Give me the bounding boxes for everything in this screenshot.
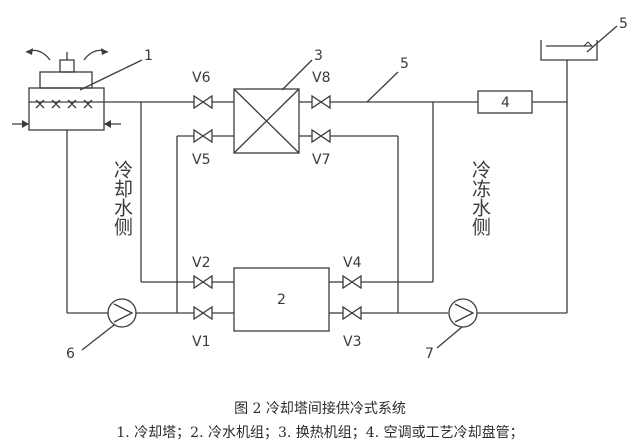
valve-label-v3: V3: [343, 334, 361, 350]
valve-v4[interactable]: [342, 274, 362, 290]
valve-v7[interactable]: [311, 128, 331, 144]
valve-label-v1: V1: [192, 334, 210, 350]
hx-leader: [281, 59, 313, 91]
valve-v8[interactable]: [311, 94, 331, 110]
pump-cooling-leader: [81, 324, 115, 351]
tank-leader: [586, 25, 618, 53]
valve-label-v8: V8: [312, 70, 330, 86]
tank-number: 5: [619, 16, 628, 32]
valve-label-v4: V4: [343, 255, 362, 271]
valve-label-v7: V7: [312, 152, 330, 168]
valve-label-v5: V5: [192, 152, 210, 168]
valve-label-v6: V6: [192, 70, 211, 86]
figure-caption: 图 2 冷却塔间接供冷式系统: [234, 401, 406, 417]
pipe-number: 5: [400, 56, 409, 72]
valve-v6[interactable]: [193, 94, 213, 110]
cooling-coil: [477, 90, 533, 114]
expansion-tank: [540, 40, 598, 61]
coil-number: 4: [501, 95, 510, 111]
pump-chilled-leader: [436, 326, 463, 349]
chilled-side-piping: [299, 60, 568, 314]
pipe-leader: [366, 71, 399, 103]
tower-number: 1: [144, 48, 153, 64]
chilled-water-side-label: 冷冻水侧: [469, 160, 491, 236]
valve-v1[interactable]: [193, 305, 213, 321]
figure-legend: 1. 冷却塔；2. 冷水机组；3. 换热机组；4. 空调或工艺冷却盘管；: [116, 425, 524, 441]
hx-number: 3: [314, 48, 323, 64]
valve-v5[interactable]: [193, 128, 213, 144]
heat-exchanger: [233, 88, 300, 154]
chiller: [233, 267, 330, 332]
tower-leader: [79, 59, 143, 91]
pump-cooling: [107, 298, 137, 328]
pump-chilled: [448, 298, 478, 328]
cooling-tower: [12, 48, 121, 131]
valve-v2[interactable]: [193, 274, 213, 290]
cooling-side-piping: [66, 101, 234, 314]
valve-label-v2: V2: [192, 255, 210, 271]
pump-cooling-number: 6: [66, 346, 75, 362]
pump-chilled-number: 7: [425, 346, 434, 362]
cooling-water-side-label: 冷却水侧: [111, 160, 133, 236]
chiller-number: 2: [277, 292, 286, 308]
valve-v3[interactable]: [342, 305, 362, 321]
